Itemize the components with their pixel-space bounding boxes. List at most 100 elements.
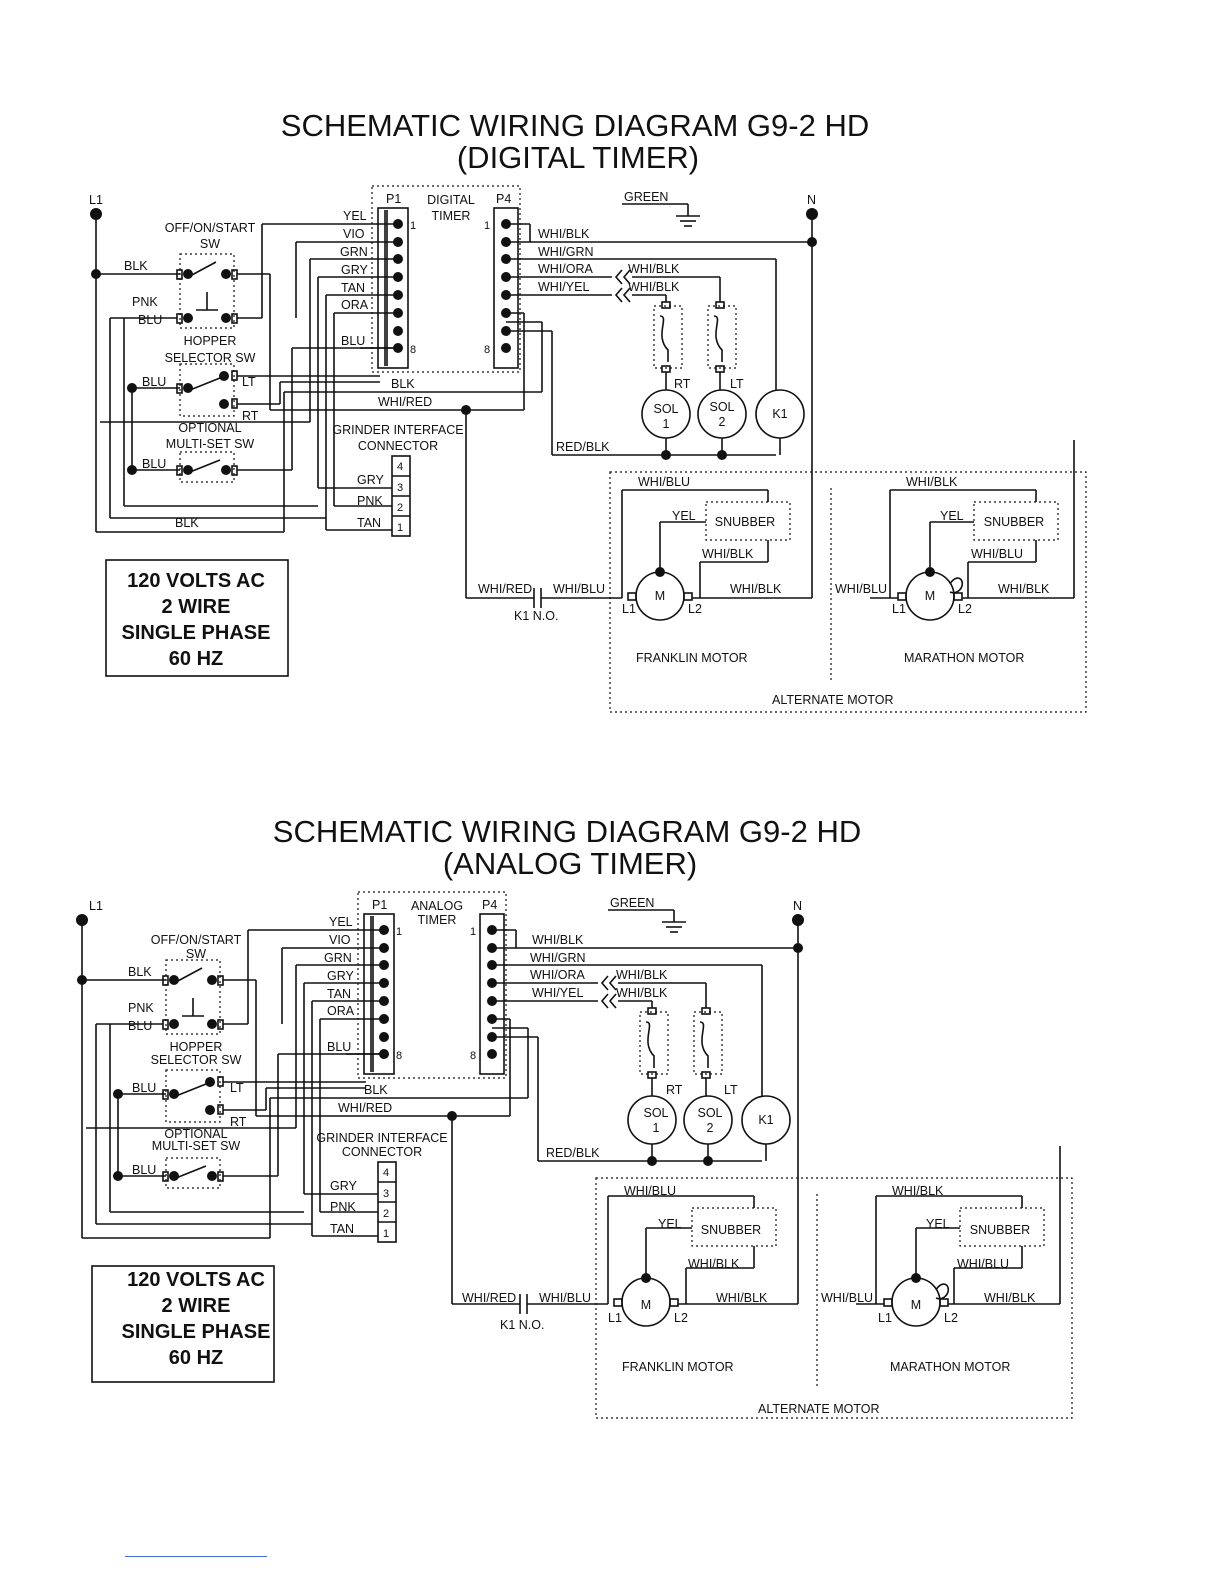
ground-label: GREEN xyxy=(624,190,668,204)
optional-label: OPTIONAL xyxy=(164,1127,227,1141)
l1-label: L1 xyxy=(892,602,906,616)
pin-label: 8 xyxy=(396,1050,402,1062)
sol-number: 1 xyxy=(663,417,670,431)
pin-label: 4 xyxy=(397,461,403,473)
wire-label: BLU xyxy=(341,334,365,348)
wire-label: PNK xyxy=(132,295,158,309)
pin-label: 2 xyxy=(383,1208,389,1220)
wire-label: WHI/RED xyxy=(338,1101,392,1115)
l2-label: L2 xyxy=(944,1311,958,1325)
wire-label: TAN xyxy=(341,281,365,295)
franklin-label: FRANKLIN MOTOR xyxy=(636,651,748,665)
p4-label: P4 xyxy=(482,898,497,912)
wire-label: BLU xyxy=(142,375,166,389)
grinder-connector-label: CONNECTOR xyxy=(358,439,438,453)
l1-label: L1 xyxy=(608,1311,622,1325)
hopper-sw-label: SELECTOR SW xyxy=(165,351,256,365)
power-spec-line: 2 WIRE xyxy=(162,1295,231,1317)
pin-label: 3 xyxy=(383,1188,389,1200)
wire-label: WHI/RED xyxy=(478,582,532,596)
wire-label: VIO xyxy=(343,227,365,241)
power-spec-line: SINGLE PHASE xyxy=(122,1321,271,1343)
off-on-start-label: OFF/ON/START xyxy=(165,221,256,235)
timer-label-2: TIMER xyxy=(418,913,457,927)
wire-label: BLK xyxy=(364,1083,388,1097)
pin-label: 8 xyxy=(410,344,416,356)
sol-label: SOL xyxy=(709,400,734,414)
grinder-label: GRINDER INTERFACE xyxy=(332,423,463,437)
wire-label: WHI/RED xyxy=(462,1291,516,1305)
wire-label: ORA xyxy=(327,1004,355,1018)
lt-label: LT xyxy=(724,1083,738,1097)
wire-label: WHI/GRN xyxy=(530,951,586,965)
rt-label: RT xyxy=(666,1083,683,1097)
wire-label: BLU xyxy=(138,313,162,327)
hopper-label: HOPPER xyxy=(170,1040,223,1054)
wire-label: YEL xyxy=(940,509,964,523)
motor-label: M xyxy=(911,1298,921,1312)
wire-label: WHI/ORA xyxy=(530,968,586,982)
n-label: N xyxy=(793,899,802,913)
wire-label: BLU xyxy=(132,1163,156,1177)
wire-label: WHI/BLK xyxy=(616,968,668,982)
wire-label: WHI/BLK xyxy=(688,1257,740,1271)
k1-no-label: K1 N.O. xyxy=(514,609,558,623)
rt-label: RT xyxy=(230,1115,247,1129)
wire-label: WHI/BLK xyxy=(538,227,590,241)
wire-label: WHI/BLU xyxy=(624,1184,676,1198)
page-subtitle: (ANALOG TIMER) xyxy=(443,846,697,881)
wire-label: WHI/BLK xyxy=(730,582,782,596)
wire-label: BLU xyxy=(128,1019,152,1033)
motor-label: M xyxy=(925,589,935,603)
wire-label: WHI/GRN xyxy=(538,245,594,259)
power-spec-line: 120 VOLTS AC xyxy=(127,1269,265,1291)
page-title: SCHEMATIC WIRING DIAGRAM G9-2 HD xyxy=(273,814,861,849)
wire-label: WHI/BLK xyxy=(984,1291,1036,1305)
wire-label: GRN xyxy=(324,951,352,965)
wire-label: PNK xyxy=(330,1200,356,1214)
wire-label: YEL xyxy=(926,1217,950,1231)
pin-label: 2 xyxy=(397,502,403,514)
power-spec-line: SINGLE PHASE xyxy=(122,622,271,644)
wire-label: WHI/BLU xyxy=(821,1291,873,1305)
l2-label: L2 xyxy=(958,602,972,616)
diagram-analog-text: SCHEMATIC WIRING DIAGRAM G9-2 HD (ANALOG… xyxy=(89,814,1036,1416)
marathon-label: MARATHON MOTOR xyxy=(904,651,1024,665)
diagram-digital-text: SCHEMATIC WIRING DIAGRAM G9-2 HD (DIGITA… xyxy=(89,108,1050,707)
wire-label: GRY xyxy=(327,969,355,983)
wire-label: YEL xyxy=(658,1217,682,1231)
motor-label: M xyxy=(641,1298,651,1312)
pin-label: 1 xyxy=(484,220,490,232)
pin-label: 1 xyxy=(396,926,402,938)
wire-label: WHI/BLK xyxy=(716,1291,768,1305)
pin-label: 1 xyxy=(410,220,416,232)
wire-label: WHI/BLU xyxy=(835,582,887,596)
wire-label: YEL xyxy=(343,209,367,223)
optional-label: OPTIONAL xyxy=(178,421,241,435)
timer-label-2: TIMER xyxy=(432,209,471,223)
wire-label: WHI/BLU xyxy=(971,547,1023,561)
wire-label: WHI/YEL xyxy=(538,280,589,294)
wire-label: WHI/YEL xyxy=(532,986,583,1000)
alternate-motor-label: ALTERNATE MOTOR xyxy=(758,1402,880,1416)
marathon-label: MARATHON MOTOR xyxy=(890,1360,1010,1374)
off-on-start-sw-label: SW xyxy=(186,947,206,961)
l1-label: L1 xyxy=(89,193,103,207)
p4-label: P4 xyxy=(496,192,511,206)
pin-label: 3 xyxy=(397,482,403,494)
k1-label: K1 xyxy=(758,1113,773,1127)
wire-label: GRY xyxy=(357,473,385,487)
wire-label: WHI/BLK xyxy=(628,262,680,276)
wire-label: BLK xyxy=(128,965,152,979)
power-spec-line: 2 WIRE xyxy=(162,596,231,618)
l1-label: L1 xyxy=(622,602,636,616)
wire-label: GRY xyxy=(341,263,369,277)
wire-label: PNK xyxy=(128,1001,154,1015)
sol-label: SOL xyxy=(643,1106,668,1120)
p1-label: P1 xyxy=(386,192,401,206)
sol-label: SOL xyxy=(653,402,678,416)
alternate-motor-label: ALTERNATE MOTOR xyxy=(772,693,894,707)
wire-label: PNK xyxy=(357,494,383,508)
timer-label: DIGITAL xyxy=(427,193,475,207)
